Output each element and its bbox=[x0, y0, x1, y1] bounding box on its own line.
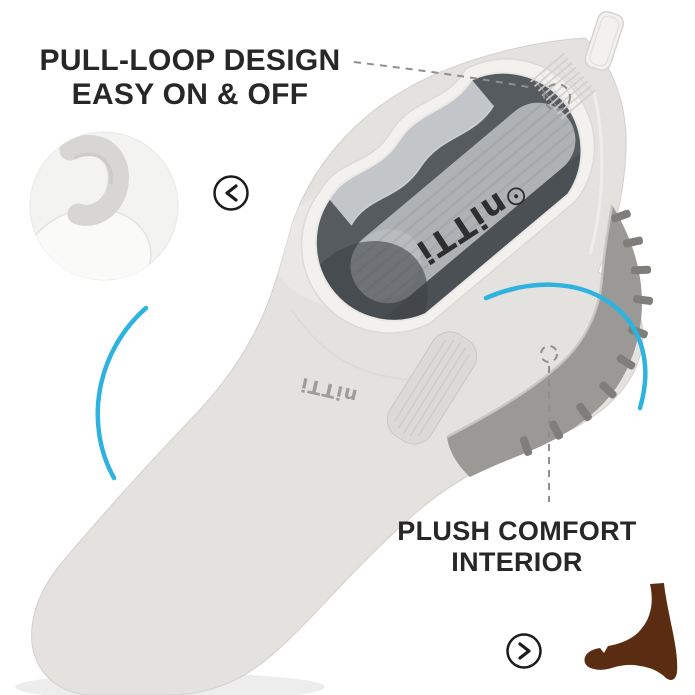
pull-loop-inset bbox=[29, 131, 179, 281]
gusset-panel bbox=[386, 331, 478, 445]
pull-loop-heading-line1: PULL-LOOP DESIGN bbox=[39, 44, 341, 77]
chevron-right-icon bbox=[518, 642, 531, 660]
leader-line-pull-loop bbox=[353, 61, 535, 89]
strap-edge bbox=[73, 152, 114, 185]
shaft-crease-lower bbox=[291, 309, 417, 381]
midsole-seam bbox=[446, 204, 614, 439]
dashed-focus-circle-pull-loop bbox=[543, 83, 571, 111]
outsole-treads bbox=[519, 209, 654, 456]
pull-loop-heading-line2: EASY ON & OFF bbox=[71, 78, 309, 112]
rim-inner-edge bbox=[314, 71, 583, 322]
shaft-opening: niTTi bbox=[297, 58, 612, 351]
foot-icon bbox=[584, 583, 678, 680]
pull-loop-heading: PULL-LOOP DESIGN EASY ON & OFF bbox=[22, 44, 358, 112]
plush-comfort-heading-line2: INTERIOR bbox=[451, 546, 583, 577]
accent-arc-right bbox=[483, 282, 648, 411]
plush-comfort-heading-line1: PLUSH COMFORT bbox=[397, 516, 637, 546]
outsole bbox=[446, 204, 654, 477]
pull-tab bbox=[584, 11, 625, 72]
shaft-edge-highlight bbox=[588, 91, 604, 255]
chevron-right-circle bbox=[506, 633, 542, 669]
chevron-left-icon bbox=[225, 184, 238, 202]
plush-comfort-heading: PLUSH COMFORT INTERIOR bbox=[386, 516, 648, 578]
chevron-left-circle bbox=[213, 175, 249, 211]
dashed-focus-circle-interior bbox=[540, 345, 558, 363]
interior-inner-wall bbox=[329, 79, 494, 226]
accent-arc-left bbox=[95, 305, 149, 481]
insole-brand-mark-icon bbox=[507, 187, 526, 206]
pull-loop-strap bbox=[59, 134, 129, 226]
inner-wall-edge bbox=[350, 105, 495, 226]
